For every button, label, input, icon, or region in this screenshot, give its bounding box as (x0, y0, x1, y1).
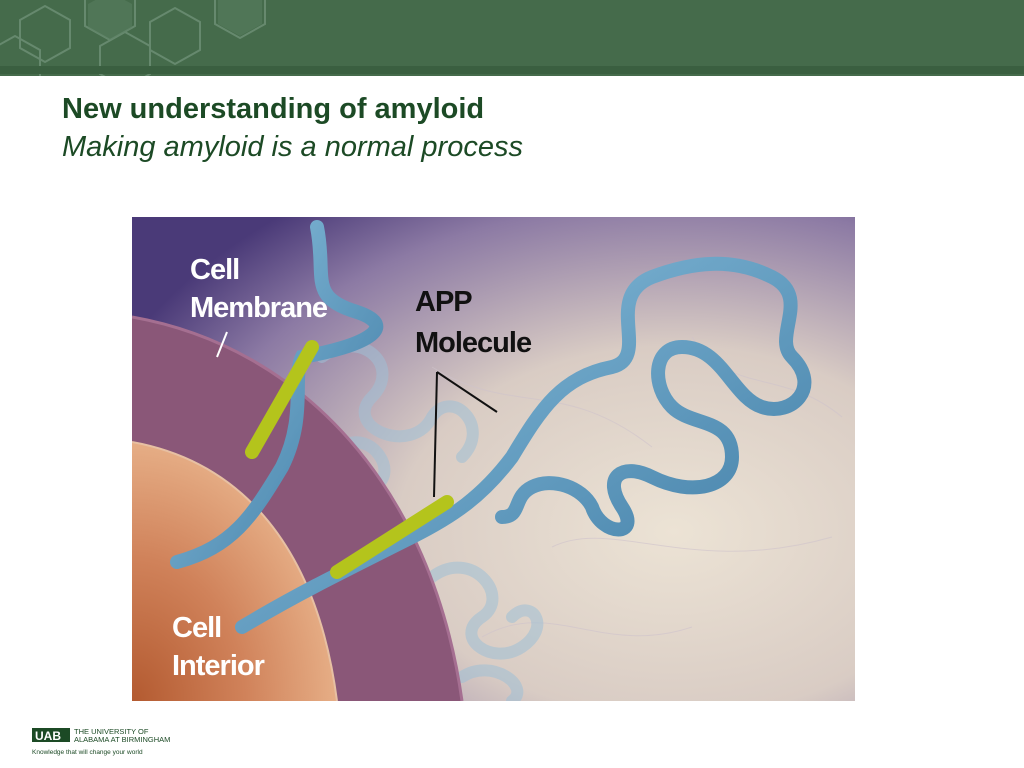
hexagon-pattern-icon (0, 0, 266, 76)
slide-title: New understanding of amyloid (62, 93, 485, 125)
app-molecule-label-line2: Molecule (415, 327, 532, 359)
uab-footer-logo: UAB THE UNIVERSITY OF ALABAMA AT BIRMING… (32, 725, 222, 759)
org-name-line1: THE UNIVERSITY OF (74, 727, 149, 736)
cell-interior-label-line1: Cell (172, 612, 221, 644)
header-banner (0, 0, 1024, 76)
cell-membrane-label-line1: Cell (190, 254, 239, 286)
cell-interior-label-line2: Interior (172, 650, 265, 682)
uab-logo-mark: UAB (35, 729, 61, 743)
cell-membrane-label-line2: Membrane (190, 292, 328, 324)
title-block: New understanding of amyloid Making amyl… (62, 90, 523, 166)
banner-strip (0, 66, 1024, 74)
org-name-line2: ALABAMA AT BIRMINGHAM (74, 735, 170, 744)
app-molecule-label-line1: APP (415, 286, 472, 318)
slide-subtitle: Making amyloid is a normal process (62, 131, 523, 163)
tagline: Knowledge that will change your world (32, 749, 143, 756)
app-molecule-illustration: Cell Membrane APP Molecule Cell Interior (132, 217, 855, 701)
uab-logo-icon (32, 728, 70, 742)
